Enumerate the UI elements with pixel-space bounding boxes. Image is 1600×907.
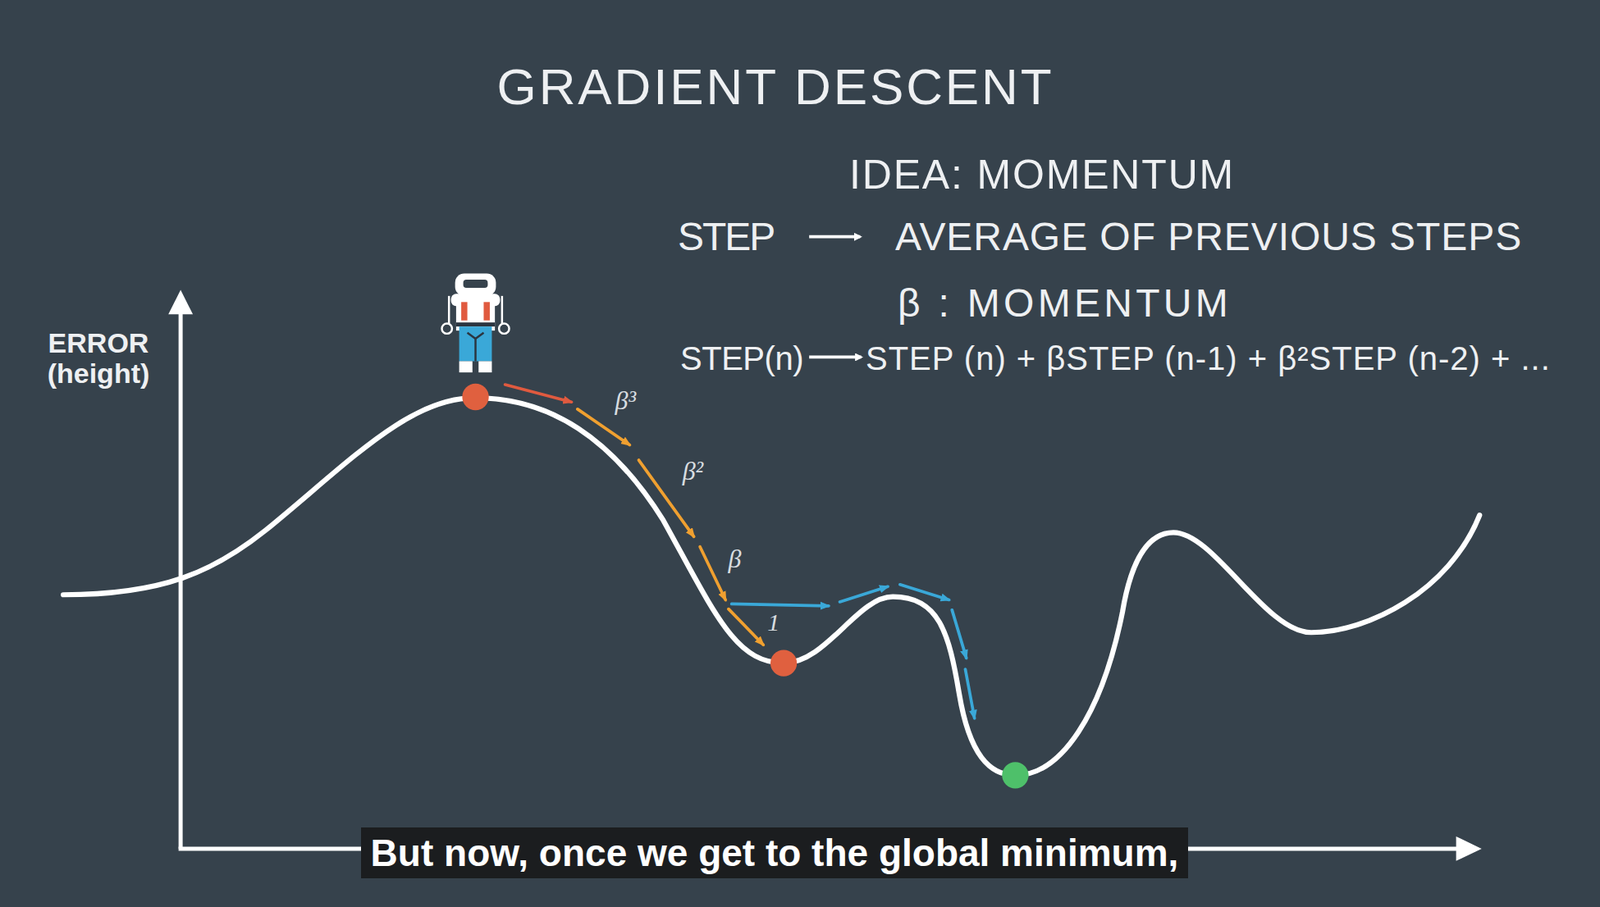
weight-label: β² [682, 457, 704, 486]
text-arrow [809, 356, 861, 360]
momentum-definition: β : MOMENTUM [897, 282, 1232, 326]
local-minimum-dot [770, 649, 797, 677]
idea-heading: IDEA: MOMENTUM [849, 152, 1235, 198]
error-curve [63, 397, 1480, 776]
text-arrow [809, 235, 860, 239]
weight-label: β³ [615, 386, 637, 416]
axis-arrowhead [168, 289, 193, 315]
formula-right: STEP (n) + βSTEP (n-1) + β²STEP (n-2) + … [865, 340, 1551, 377]
axis-label: ERROR (height) [24, 328, 173, 390]
step-arrows [505, 384, 975, 719]
subtitle-caption: But now, once we get to the global minim… [361, 827, 1189, 880]
step-text: STEP [677, 215, 774, 260]
slide-title: GRADIENT DESCENT [497, 59, 1055, 115]
weight-label: β [727, 544, 741, 574]
global-minimum-dot [1001, 762, 1029, 789]
robot-icon [441, 274, 509, 374]
step-definition: AVERAGE OF PREVIOUS STEPS [895, 215, 1523, 260]
axes [178, 306, 1465, 850]
weight-label: 1 [767, 608, 780, 636]
axis-arrowhead [1456, 836, 1482, 862]
formula-left: STEP(n) [680, 340, 804, 377]
start-dot [461, 384, 489, 411]
